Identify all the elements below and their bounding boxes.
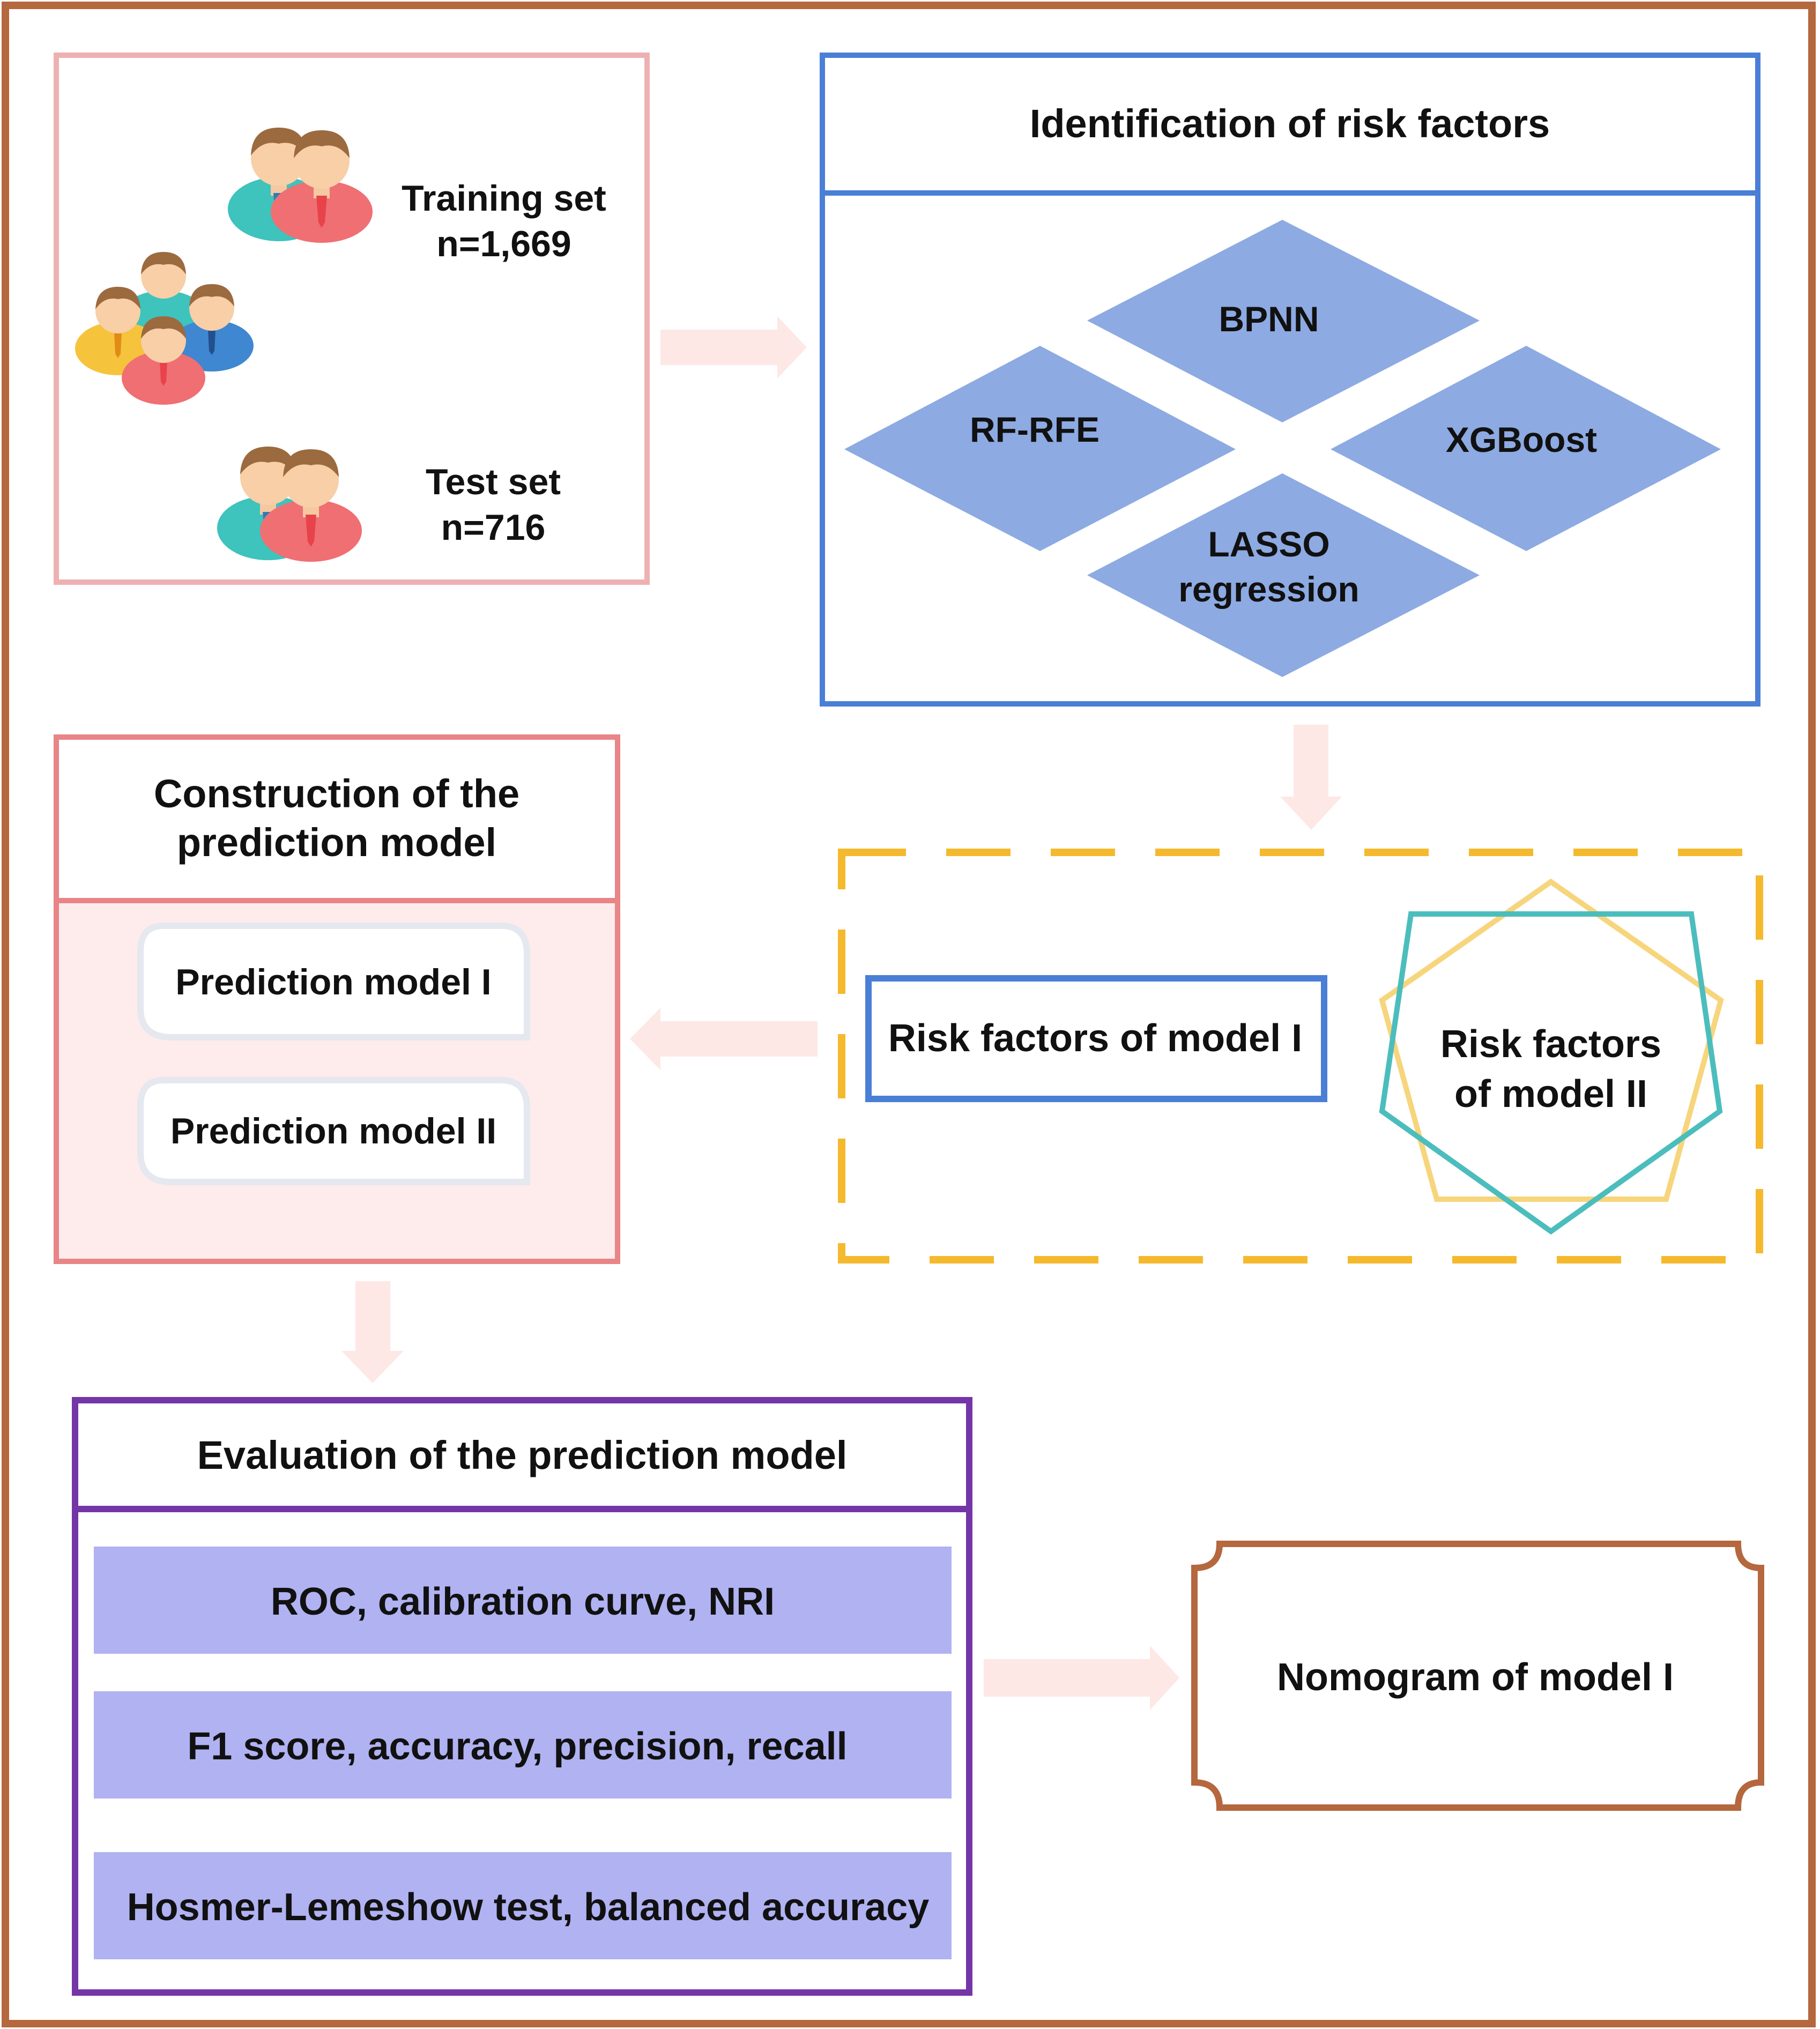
method-diamond-lasso [1087,473,1480,677]
risk-factors-model1-label: Risk factors of model I [888,1017,1302,1060]
construction-title-line1: Construction of the [154,771,519,816]
method-label-xgboost: XGBoost [1446,420,1597,459]
method-diamond-rf-rfe [844,346,1236,551]
training-set-n: n=1,669 [436,224,571,264]
risk-factors-model2-line1: Risk factors [1440,1023,1661,1066]
test-set-n: n=716 [441,507,546,548]
metric-label: ROC, calibration curve, NRI [271,1580,775,1623]
risk-factors-model2-line2: of model II [1454,1073,1647,1116]
pentagon-teal-icon [1379,911,1723,1235]
arrow-right [984,1646,1179,1710]
arrow-down [341,1281,404,1383]
method-diamond-xgboost [1331,346,1721,551]
arrow-down [1280,725,1342,830]
construction-header [59,740,615,901]
metric-label: F1 score, accuracy, precision, recall [187,1725,847,1768]
people-pair-icon [228,128,373,243]
prediction-model2-label: Prediction model II [170,1111,496,1151]
metric-bar [94,1547,952,1654]
method-label-bpnn: BPNN [1219,299,1319,339]
evaluation-title: Evaluation of the prediction model [197,1433,848,1477]
metric-bar [94,1852,952,1959]
method-label-rf-rfe: RF-RFE [970,410,1100,449]
prediction-model1-card[interactable] [137,923,530,1040]
risk-factors-dashed-box [838,849,1763,1264]
prediction-model2-card[interactable] [137,1077,530,1185]
nomogram-label: Nomogram of model I [1277,1656,1674,1699]
method-diamond-bpnn [1087,220,1480,422]
people-group-icon [75,252,254,405]
risk-identification-title: Identification of risk factors [1030,101,1550,146]
prediction-model1-label: Prediction model I [175,962,491,1002]
pentagon-yellow-icon [1379,878,1724,1202]
method-label-regression: regression [1178,569,1359,609]
construction-title-line2: prediction model [177,820,496,865]
test-set-label: Test set [426,462,561,502]
nomogram-box[interactable] [1191,1541,1764,1811]
metric-label: Hosmer-Lemeshow test, balanced accuracy [127,1886,930,1929]
risk-factors-model1-box[interactable] [865,975,1327,1102]
training-set-label: Training set [402,178,606,219]
method-label-lasso: LASSO [1208,524,1329,564]
arrow-right [660,316,807,378]
people-pair-icon [217,447,362,562]
metric-bar [94,1691,952,1798]
arrow-left [630,1008,818,1070]
